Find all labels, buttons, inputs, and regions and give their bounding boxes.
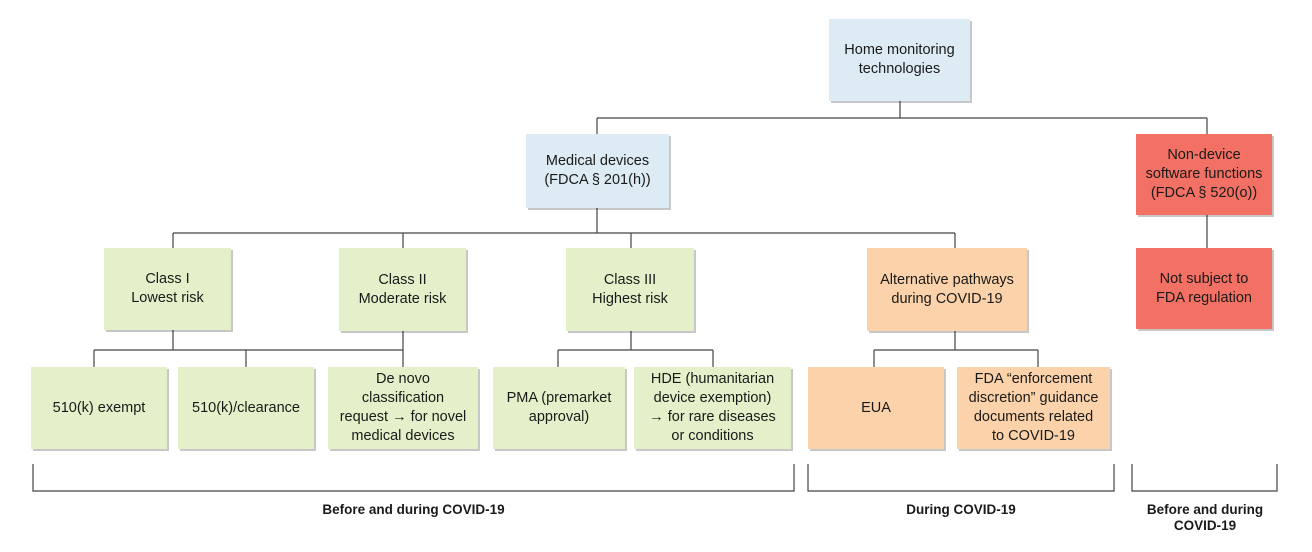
connector-alt [873, 331, 1039, 367]
node-alternative-pathways: Alternative pathways during COVID-19 [867, 248, 1027, 331]
bracket-label-during: During COVID-19 [906, 502, 1016, 517]
node-pma: PMA (premarket approval) [493, 367, 625, 449]
node-home-monitoring: Home monitoring technologies [829, 19, 970, 101]
connector-class12 [93, 330, 404, 367]
connector-medical [172, 208, 956, 248]
node-510k-clearance: 510(k)/clearance [178, 367, 314, 449]
node-medical-devices: Medical devices (FDCA § 201(h)) [526, 134, 669, 208]
node-de-novo: De novo classification request → for nov… [328, 367, 478, 449]
bracket-label-before-during: Before and during COVID-19 [322, 502, 505, 517]
node-class-1: Class I Lowest risk [104, 248, 231, 330]
bracket-label-before-during-nd: Before and during COVID-19 [1146, 502, 1264, 533]
node-class-2: Class II Moderate risk [339, 248, 466, 331]
connector-home [596, 101, 1208, 134]
node-enforcement-discretion: FDA “enforcement discretion” guidance do… [957, 367, 1110, 449]
bracket-during [807, 464, 1115, 492]
node-class-3: Class III Highest risk [566, 248, 694, 331]
node-non-device-software: Non-device software functions (FDCA § 52… [1136, 134, 1272, 215]
bracket-before-during-nd [1131, 464, 1278, 492]
node-hde: HDE (humanitarian device exemption) → fo… [634, 367, 791, 449]
node-not-subject: Not subject to FDA regulation [1136, 248, 1272, 329]
node-510k-exempt: 510(k) exempt [31, 367, 167, 449]
node-eua: EUA [808, 367, 944, 449]
connector-class3 [557, 331, 714, 367]
bracket-before-during [32, 464, 795, 492]
